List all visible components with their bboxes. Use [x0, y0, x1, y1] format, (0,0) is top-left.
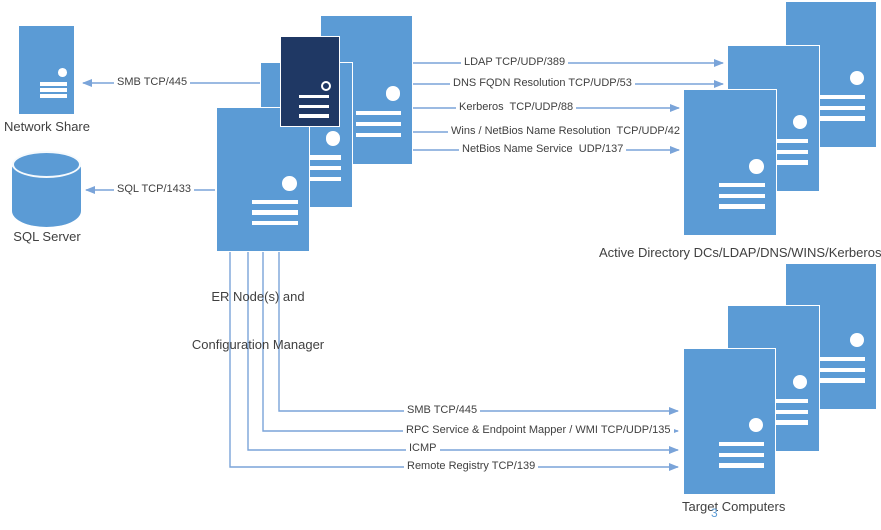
connector-icmp: [247, 250, 679, 454]
server-led-dot-icon: [58, 67, 67, 77]
connection-label-icmp: ICMP: [406, 441, 440, 455]
er-node-server-icon-front: [216, 107, 310, 252]
server-led-dot-icon: [385, 86, 401, 101]
connection-label-dns: DNS FQDN Resolution TCP/UDP/53: [450, 76, 635, 90]
database-icon: [12, 151, 81, 227]
server-led-dot-icon: [792, 114, 808, 130]
server-vents-icon: [820, 356, 866, 383]
stray-text-artifact: 3: [711, 506, 718, 520]
er-node-label-line2: Configuration Manager: [191, 337, 325, 352]
connection-label-remote-registry: Remote Registry TCP/139: [404, 459, 539, 473]
server-vents-icon: [39, 82, 68, 99]
server-vents-icon: [718, 182, 765, 209]
server-led-dot-icon: [325, 131, 341, 146]
connection-label-kerberos: Kerberos TCP/UDP/88: [456, 100, 577, 114]
server-led-dot-icon: [792, 374, 808, 390]
server-led-dot-icon: [849, 332, 865, 348]
server-led-dot-icon: [849, 70, 865, 86]
target-computers-label: Target Computers: [682, 499, 786, 514]
server-vents-icon: [355, 110, 402, 138]
connection-label-netbios: NetBios Name Service UDP/137: [459, 142, 627, 156]
server-vents-icon: [762, 398, 809, 425]
server-vents-icon: [762, 138, 809, 165]
server-ring-dot-icon: [321, 80, 332, 91]
sql-server-label: SQL Server: [13, 229, 81, 244]
server-vents-icon: [295, 155, 342, 182]
connector-smb-to-targets: [278, 250, 679, 415]
network-share-label: Network Share: [4, 119, 90, 134]
network-share-server-icon: [18, 25, 75, 115]
server-led-dot-icon: [749, 158, 765, 174]
er-node-label-line1: ER Node(s) and: [211, 289, 305, 304]
server-vents-icon: [718, 441, 765, 468]
connection-label-rpc-wmi: RPC Service & Endpoint Mapper / WMI TCP/…: [403, 423, 674, 437]
connection-label-sql: SQL TCP/1433: [114, 182, 194, 196]
server-vents-icon: [251, 199, 298, 226]
connection-label-ldap: LDAP TCP/UDP/389: [461, 55, 569, 69]
active-directory-label: Active Directory DCs/LDAP/DNS/WINS/Kerbe…: [599, 245, 881, 260]
server-led-dot-icon: [282, 175, 298, 191]
connection-label-smb-to-targets: SMB TCP/445: [404, 403, 481, 417]
er-node-label: ER Node(s) and Configuration Manager: [168, 257, 348, 385]
server-vents-icon: [820, 94, 866, 121]
server-led-dot-icon: [748, 417, 764, 433]
connection-label-smb-to-share: SMB TCP/445: [114, 75, 191, 89]
active-directory-server-icon-front: [683, 89, 777, 236]
connection-label-wins: Wins / NetBios Name Resolution TCP/UDP/4…: [448, 124, 684, 138]
er-node-server-icon-dark: [280, 36, 340, 127]
target-computer-server-icon-front: [683, 348, 776, 495]
server-vents-icon: [298, 94, 329, 118]
